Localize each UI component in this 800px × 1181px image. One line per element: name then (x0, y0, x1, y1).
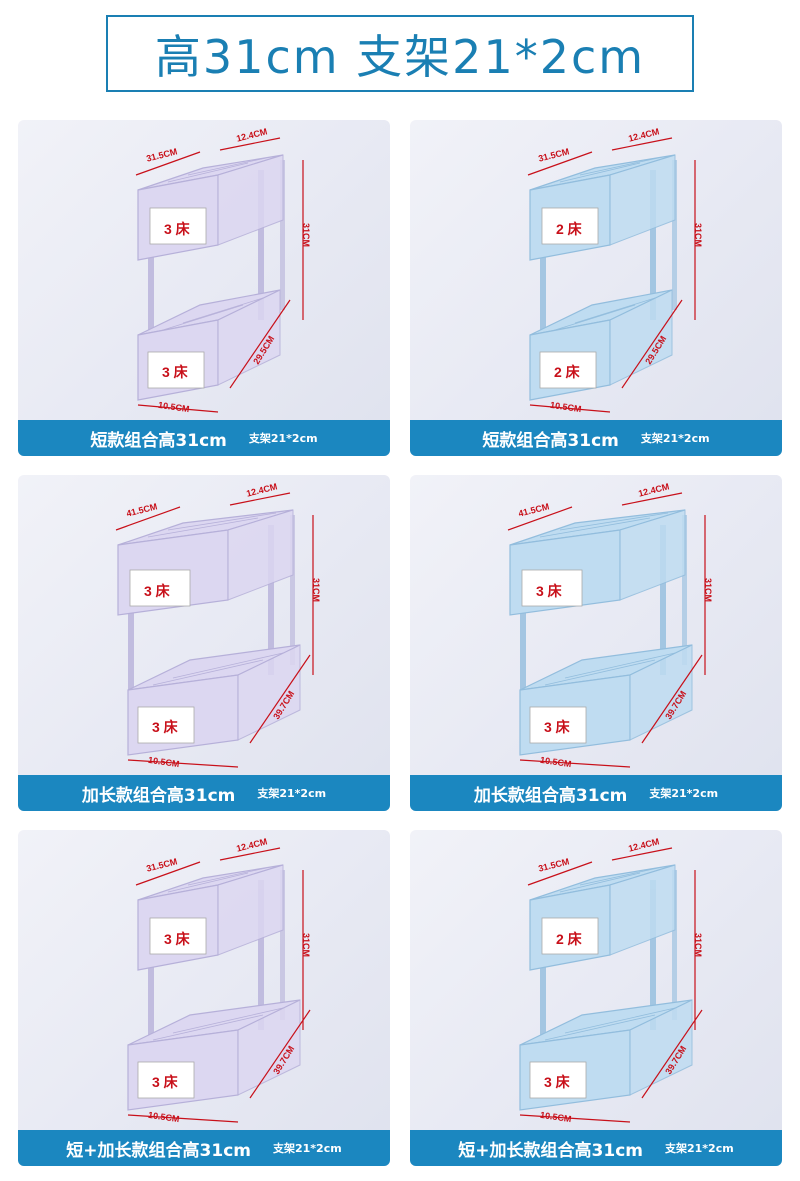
bed-label-top: 3 床 (536, 583, 562, 599)
rack-illustration (115, 492, 314, 768)
caption-label: 短+加长款组合高31cm (66, 1140, 251, 1161)
rack-illustration (519, 847, 703, 1123)
dim-height: 31CM (311, 577, 322, 603)
bed-label-bottom: 2 床 (554, 364, 580, 380)
product-card-purple-short: 31.5CM 12.4CM 31CM 29.5CM 10.5CM 3 床 3 床… (18, 120, 390, 456)
bed-label-bottom: 3 床 (544, 1074, 570, 1090)
caption-sub: 支架21*2cm (649, 787, 719, 800)
caption-sub: 支架21*2cm (665, 1142, 734, 1155)
bed-label-bottom: 3 床 (162, 364, 188, 380)
rack-illustration (135, 137, 304, 413)
page-title-box: 高31cm 支架21*2cm (106, 15, 694, 92)
bed-label-top: 2 床 (556, 221, 582, 237)
dim-height: 31CM (693, 932, 704, 958)
bed-label-bottom: 3 床 (544, 719, 570, 735)
page-title: 高31cm 支架21*2cm (154, 29, 646, 84)
product-card-blue-short: 31.5CM 12.4CM 31CM 29.5CM 10.5CM 2 床 2 床… (410, 120, 782, 456)
rack-illustration (127, 847, 311, 1123)
bed-label-top: 3 床 (164, 221, 190, 237)
caption-band: 短款组合高31cm 支架21*2cm (18, 420, 390, 456)
bed-label-bottom: 3 床 (152, 719, 178, 735)
caption-label: 短款组合高31cm (482, 430, 619, 451)
caption-band: 加长款组合高31cm 支架21*2cm (410, 775, 782, 811)
product-card-blue-long: 41.5CM 12.4CM 31CM 39.7CM 10.5CM 3 床 3 床… (410, 475, 782, 811)
bed-label-top: 2 床 (556, 931, 582, 947)
bed-label-bottom: 3 床 (152, 1074, 178, 1090)
product-card-purple-long: 41.5CM 12.4CM 31CM 39.7CM 10.5CM 3 床 3 床… (18, 475, 390, 811)
caption-band: 短+加长款组合高31cm 支架21*2cm (18, 1130, 390, 1166)
dim-height: 31CM (703, 577, 714, 603)
caption-label: 短+加长款组合高31cm (458, 1140, 643, 1161)
caption-band: 短+加长款组合高31cm 支架21*2cm (410, 1130, 782, 1166)
caption-label: 加长款组合高31cm (473, 785, 628, 806)
rack-illustration (527, 137, 696, 413)
caption-band: 短款组合高31cm 支架21*2cm (410, 420, 782, 456)
product-card-blue-mixed: 31.5CM 12.4CM 31CM 39.7CM 10.5CM 2 床 3 床… (410, 830, 782, 1166)
dim-height: 31CM (301, 932, 312, 958)
caption-label: 短款组合高31cm (90, 430, 227, 451)
caption-sub: 支架21*2cm (257, 787, 327, 800)
caption-label: 加长款组合高31cm (81, 785, 236, 806)
dim-height: 31CM (301, 222, 312, 248)
bed-label-top: 3 床 (144, 583, 170, 599)
caption-band: 加长款组合高31cm 支架21*2cm (18, 775, 390, 811)
caption-sub: 支架21*2cm (273, 1142, 342, 1155)
caption-sub: 支架21*2cm (248, 432, 318, 445)
bed-label-top: 3 床 (164, 931, 190, 947)
caption-sub: 支架21*2cm (640, 432, 710, 445)
product-card-purple-mixed: 31.5CM 12.4CM 31CM 39.7CM 10.5CM 3 床 3 床… (18, 830, 390, 1166)
rack-illustration (507, 492, 706, 768)
dim-height: 31CM (693, 222, 704, 248)
